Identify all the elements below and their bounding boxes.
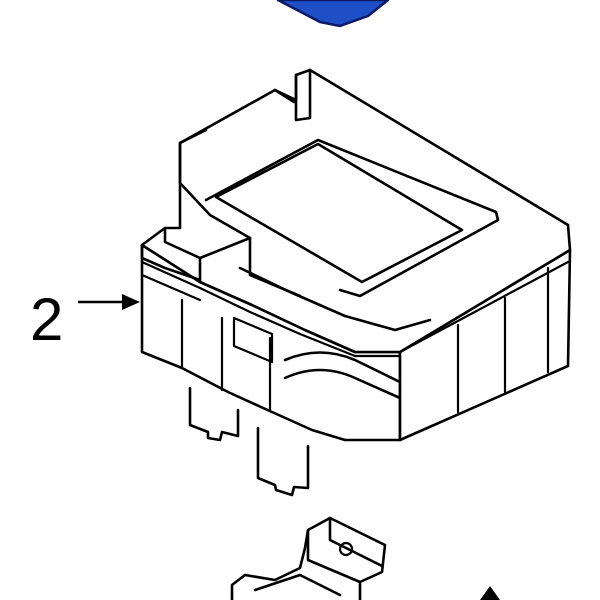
- terminal-tab-right: [256, 426, 310, 497]
- notch-edge: [273, 88, 296, 104]
- callout-number: 2: [30, 286, 63, 353]
- callout-arrow-head: [122, 294, 140, 310]
- fuse-box-component[interactable]: [140, 68, 572, 497]
- back-wall-top-ridge: [178, 128, 208, 145]
- lower-bracket-part[interactable]: [230, 516, 500, 600]
- front-groove-lower: [140, 273, 202, 302]
- left-shoulder: [140, 243, 202, 282]
- bracket-edge-right: [253, 573, 342, 597]
- back-wall-edge: [178, 141, 252, 240]
- label-window: [232, 316, 274, 364]
- highlighted-part-shape: [276, 0, 390, 28]
- bracket-tab: [306, 516, 384, 584]
- inner-lid-panel: [214, 142, 464, 284]
- front-lower-band-2: [283, 368, 402, 400]
- top-notch: [294, 68, 312, 122]
- terminal-tab-left: [188, 386, 240, 442]
- bracket-hole: [338, 541, 354, 557]
- front-groove-upper: [140, 260, 402, 358]
- highlighted-part-top[interactable]: [276, 0, 390, 28]
- shoulder-ledge: [238, 266, 432, 332]
- inner-lid-rim: [204, 138, 500, 298]
- callout-2[interactable]: 2: [30, 286, 140, 353]
- bracket-corner-detail: [480, 586, 500, 600]
- front-lower-band: [283, 351, 402, 384]
- left-shoulder-inner: [163, 226, 252, 260]
- right-face-top-edge: [398, 260, 570, 354]
